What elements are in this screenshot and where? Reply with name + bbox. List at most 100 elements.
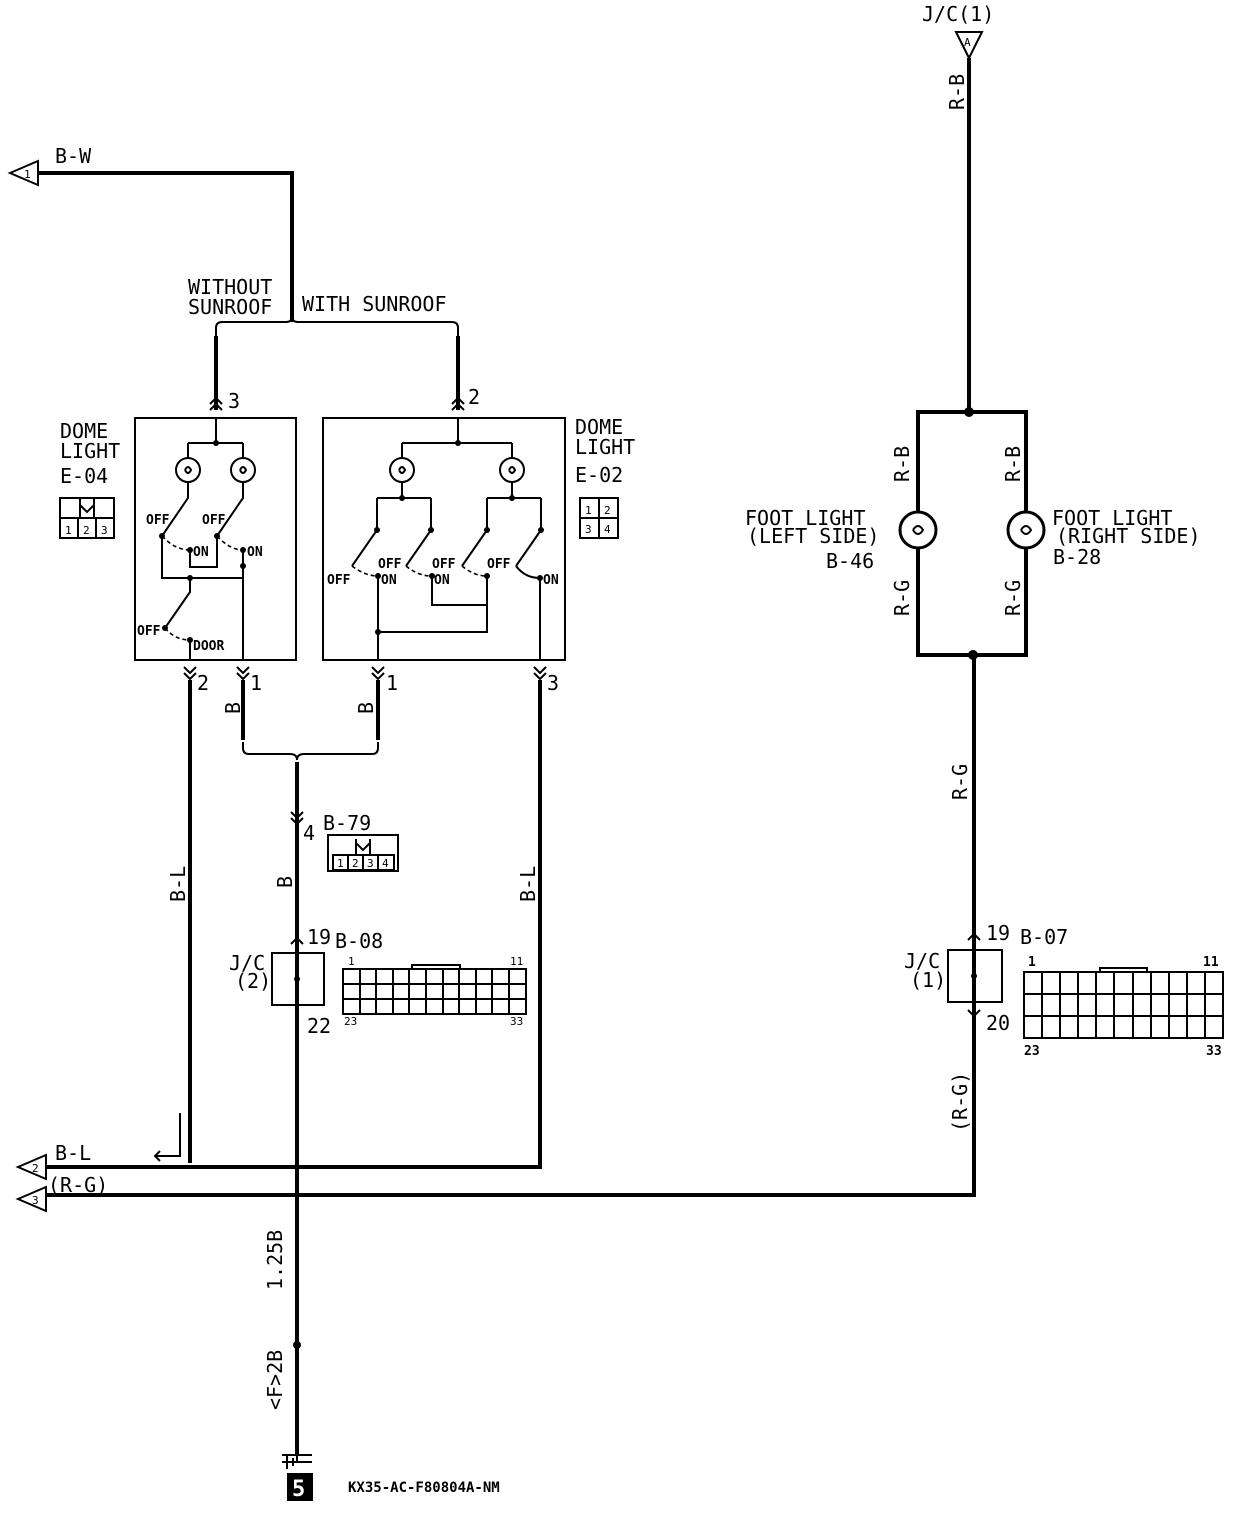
svg-text:23: 23 <box>344 1015 357 1028</box>
svg-text:J/C: J/C <box>904 949 940 973</box>
svg-text:OFF: OFF <box>327 573 351 588</box>
svg-text:B-L: B-L <box>55 1141 91 1165</box>
foot-light-right: FOOT LIGHT (RIGHT SIDE) B-28 <box>1006 506 1201 569</box>
svg-text:11: 11 <box>1203 955 1219 970</box>
svg-text:22: 22 <box>307 1014 331 1038</box>
svg-text:2: 2 <box>197 671 209 695</box>
svg-text:SUNROOF: SUNROOF <box>188 295 272 319</box>
wire-label-gnd2: <F>2B <box>263 1350 287 1410</box>
svg-text:ON: ON <box>543 573 559 588</box>
wire-label-bl-right: B-L <box>516 866 540 902</box>
svg-text:ON: ON <box>434 573 450 588</box>
sunroof-branch: WITHOUT SUNROOF WITH SUNROOF <box>188 275 459 336</box>
svg-text:5: 5 <box>292 1477 305 1502</box>
svg-text:OFF: OFF <box>202 513 226 528</box>
wire-label-rg-r: R-G <box>1001 580 1025 616</box>
svg-text:1: 1 <box>337 857 344 870</box>
svg-text:33: 33 <box>1206 1044 1222 1059</box>
svg-text:LIGHT: LIGHT <box>60 439 120 463</box>
svg-text:B-08: B-08 <box>335 929 383 953</box>
svg-text:B-46: B-46 <box>826 549 874 573</box>
svg-text:4: 4 <box>382 857 389 870</box>
svg-text:(RIGHT SIDE): (RIGHT SIDE) <box>1056 524 1201 548</box>
svg-text:OFF: OFF <box>146 513 170 528</box>
svg-text:ON: ON <box>193 545 209 560</box>
svg-text:OFF: OFF <box>432 557 456 572</box>
jc1-top-connector: J/C(1) A <box>922 2 994 61</box>
svg-text:4: 4 <box>604 523 611 536</box>
jc1-grid <box>1023 967 1224 1039</box>
svg-text:3: 3 <box>32 1194 39 1207</box>
svg-text:FOOT LIGHT: FOOT LIGHT <box>745 506 865 530</box>
svg-text:(1): (1) <box>910 968 946 992</box>
svg-text:2: 2 <box>32 1162 39 1175</box>
svg-text:DOME: DOME <box>575 415 623 439</box>
diagram-code: KX35-AC-F80804A-NM <box>348 1480 500 1496</box>
svg-text:2: 2 <box>604 504 611 517</box>
connector-2: 2 B-L <box>15 1141 91 1181</box>
svg-text:3: 3 <box>228 389 240 413</box>
svg-text:1: 1 <box>585 504 592 517</box>
svg-text:1: 1 <box>250 671 262 695</box>
svg-text:23: 23 <box>1024 1044 1040 1059</box>
svg-text:J/C: J/C <box>229 951 265 975</box>
wire-label-b2: B <box>354 702 378 714</box>
svg-text:A: A <box>964 36 971 49</box>
connector-1: 1 B-W <box>7 144 92 187</box>
svg-text:1: 1 <box>1028 955 1036 970</box>
wire-label-bl-left: B-L <box>166 866 190 902</box>
svg-text:3: 3 <box>101 524 108 537</box>
svg-text:WITHOUT: WITHOUT <box>188 275 272 299</box>
wire-label-rb-l: R-B <box>890 446 914 482</box>
wire-label-rg-low: (R-G) <box>948 1072 972 1132</box>
junction-connector-1: 19 B-07 J/C (1) 20 1 11 23 33 <box>904 921 1224 1059</box>
svg-text:OFF: OFF <box>137 624 161 639</box>
svg-text:(LEFT SIDE): (LEFT SIDE) <box>747 524 879 548</box>
connector-b79: 4 B-79 1 2 3 4 <box>290 811 399 872</box>
svg-text:3: 3 <box>547 671 559 695</box>
wire-label-rb-r: R-B <box>1001 446 1025 482</box>
svg-text:B-W: B-W <box>55 144 92 168</box>
svg-text:ON: ON <box>247 545 263 560</box>
svg-text:WITH SUNROOF: WITH SUNROOF <box>302 292 447 316</box>
wire-label-b-mid: B <box>273 876 297 888</box>
svg-text:J/C(1): J/C(1) <box>922 2 994 26</box>
svg-text:E-04: E-04 <box>60 464 108 488</box>
svg-text:1: 1 <box>65 524 72 537</box>
svg-text:4: 4 <box>303 821 315 845</box>
svg-text:B-79: B-79 <box>323 811 371 835</box>
svg-text:3: 3 <box>367 857 374 870</box>
svg-text:19: 19 <box>986 921 1010 945</box>
foot-light-left: FOOT LIGHT (LEFT SIDE) B-46 <box>745 506 938 573</box>
svg-text:1: 1 <box>348 955 355 968</box>
dome-light-e04: DOME LIGHT E-04 3 OFF OFF ON ON OFF DOOR… <box>59 389 297 695</box>
ground-symbol: 5 <box>282 1341 313 1502</box>
svg-text:11: 11 <box>510 955 523 968</box>
svg-text:2: 2 <box>468 385 480 409</box>
svg-text:E-02: E-02 <box>575 463 623 487</box>
svg-text:DOOR: DOOR <box>193 639 224 654</box>
dome-light-e02: DOME LIGHT E-02 2 OFF OFF OFF OFF ON ON … <box>322 385 635 695</box>
svg-text:B-28: B-28 <box>1053 545 1101 569</box>
connector-3: 3 (R-G) <box>15 1173 108 1213</box>
svg-text:LIGHT: LIGHT <box>575 435 635 459</box>
wire-label-rg-l: R-G <box>890 580 914 616</box>
svg-text:OFF: OFF <box>378 557 402 572</box>
svg-text:3: 3 <box>585 523 592 536</box>
svg-text:1: 1 <box>24 168 31 181</box>
svg-text:20: 20 <box>986 1011 1010 1035</box>
svg-text:FOOT LIGHT: FOOT LIGHT <box>1052 506 1172 530</box>
jc2-grid <box>342 964 527 1015</box>
wire-label-rb-top: R-B <box>945 74 969 110</box>
svg-text:B-07: B-07 <box>1020 925 1068 949</box>
svg-text:ON: ON <box>381 573 397 588</box>
svg-text:OFF: OFF <box>487 557 511 572</box>
svg-text:DOME: DOME <box>60 419 108 443</box>
wire-label-b1: B <box>221 702 245 714</box>
svg-text:(2): (2) <box>235 969 271 993</box>
svg-text:2: 2 <box>83 524 90 537</box>
svg-text:19: 19 <box>307 925 331 949</box>
svg-text:33: 33 <box>510 1015 523 1028</box>
svg-text:1: 1 <box>386 671 398 695</box>
